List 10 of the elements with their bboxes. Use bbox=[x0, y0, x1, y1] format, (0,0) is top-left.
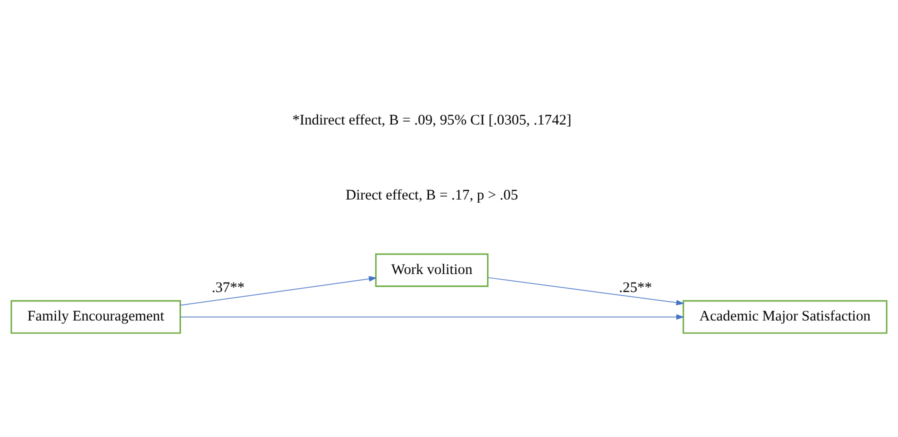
edge-label: .37** bbox=[212, 280, 245, 296]
arrow bbox=[488, 276, 684, 305]
label: Direct effect, B = .17, p > .05 bbox=[346, 186, 518, 203]
node-box: Family Encouragement bbox=[10, 300, 181, 334]
arrow bbox=[180, 314, 684, 320]
node-box: Work volition bbox=[375, 252, 488, 286]
label: *Indirect effect, B = .09, 95% CI [.0305, .1742] bbox=[292, 112, 572, 128]
node-box: Academic Major Satisfaction bbox=[682, 300, 888, 334]
arrow bbox=[180, 276, 377, 306]
edge-label: .25** bbox=[619, 280, 652, 296]
